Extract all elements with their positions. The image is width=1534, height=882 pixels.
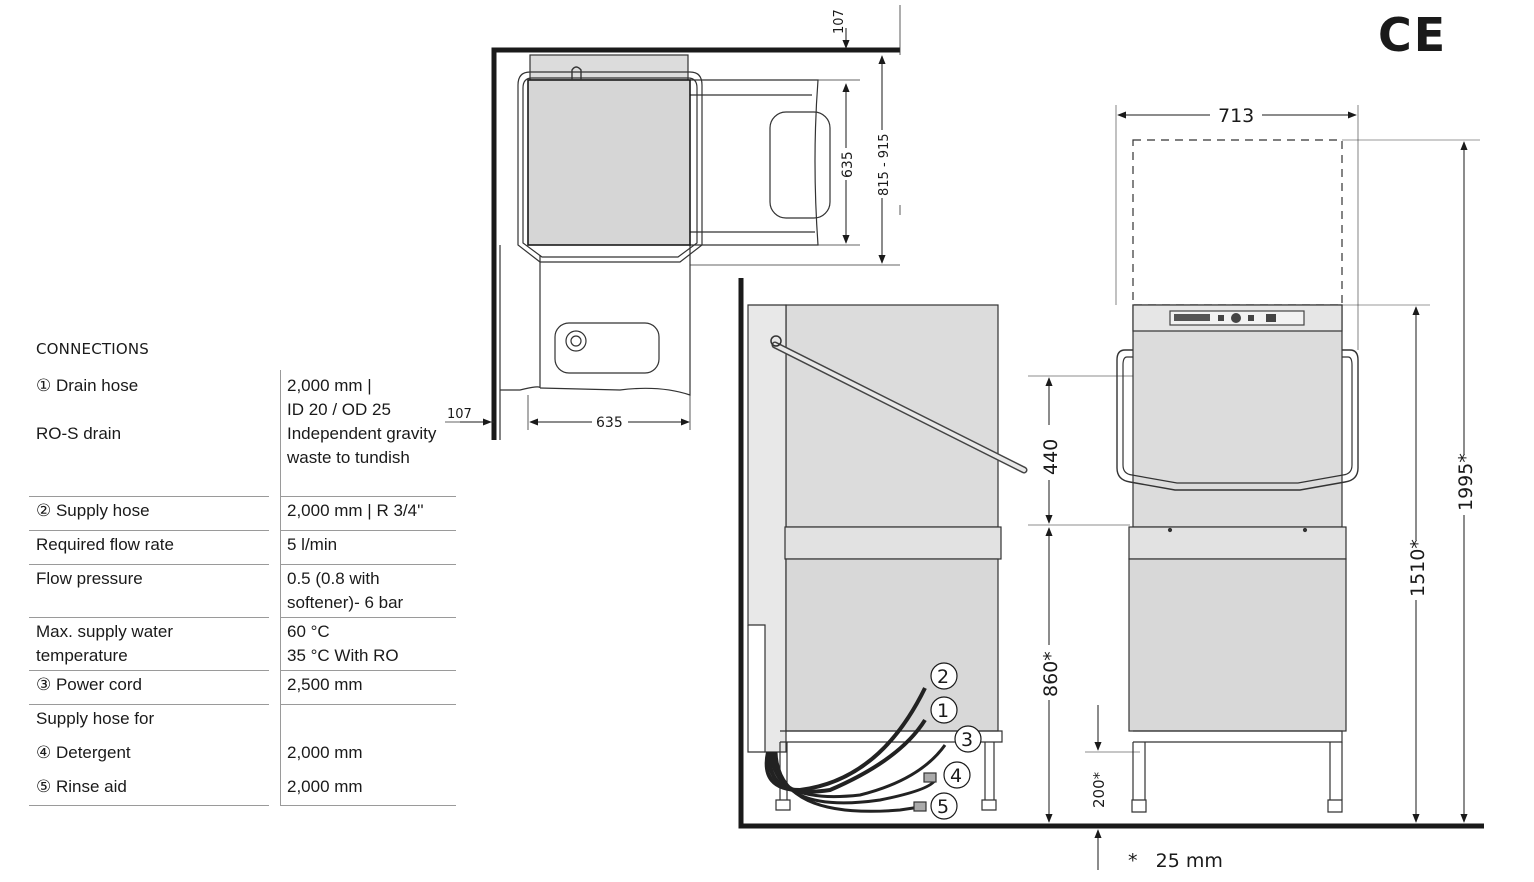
supply-hose-for-label: Supply hose for [36,709,155,728]
ro-s-drain-label: RO-S drain [36,424,122,443]
power-cord-value: 2,500 mm [287,675,363,694]
plan-width-label: 635 [596,415,623,431]
width-front-label: 713 [1218,105,1254,127]
drain-hose-label: ① Drain hose [36,376,139,395]
flow-rate-label: Required flow rate [36,535,174,554]
hose-callouts: 2 1 3 4 5 [930,662,982,820]
power-cord-label: ③ Power cord [36,675,142,694]
callout-circle [930,662,958,690]
callout-circle [954,725,982,753]
working-height-label: 860* [1040,651,1062,697]
plan-depth-label: 635 [840,151,856,178]
drain-hose-diameter: ID 20 / OD 25 [287,400,391,419]
row-divider [280,704,456,705]
plan-dimension-labels: 107 635 815 - 915 635 107 [447,9,892,431]
top-clearance-label: 107 [832,9,847,34]
row-divider [29,805,269,806]
connections-heading: CONNECTIONS [36,340,150,358]
flow-pressure-label: Flow pressure [36,569,143,588]
side-dimension-labels: 440 860* 200* [1040,439,1108,808]
side-view [738,278,1028,829]
row-divider [280,670,456,671]
footnote: * 25 mm [1128,850,1223,872]
hood-stroke-label: 440 [1040,439,1062,475]
supply-hose-value: 2,000 mm | R 3/4'' [287,501,424,520]
leg-height-label: 200* [1090,771,1108,808]
drain-hose-value: 2,000 mm | [287,376,372,395]
front-dimension-labels: 713 1510* 1995* [1218,105,1477,597]
ro-s-drain-value: Independent gravity waste to tundish [287,424,437,467]
max-temperature-value: 60 °C [287,622,330,641]
row-divider [29,617,269,618]
row-divider [29,670,269,671]
rinse-aid-value: 2,000 mm [287,777,363,796]
detergent-value: 2,000 mm [287,743,363,762]
flow-pressure-value: 0.5 (0.8 with softener)- 6 bar [287,569,404,612]
callout-circle [943,761,971,789]
front-dimension-lines [1117,111,1468,823]
row-divider [29,496,269,497]
flow-rate-value: 5 l/min [287,535,338,554]
closed-height-label: 1510* [1407,539,1429,597]
callout-5: 5 [937,796,949,818]
supply-hose-label: ② Supply hose [36,501,150,520]
callout-circle [930,792,958,820]
detergent-label: ④ Detergent [36,743,131,762]
callout-2: 2 [937,666,949,688]
row-divider [280,617,456,618]
callout-3: 3 [961,729,973,751]
callout-circle [930,696,958,724]
plan-depth-range-label: 815 - 915 [877,133,892,196]
callout-1: 1 [937,700,949,722]
row-divider [29,530,269,531]
row-divider [280,496,456,497]
max-temperature-label: Max. supply water temperature [36,622,173,665]
front-view [1028,105,1484,829]
open-height-label: 1995* [1455,453,1477,511]
side-clearance-label: 107 [447,407,472,422]
row-divider [280,564,456,565]
row-divider [29,564,269,565]
rinse-aid-label: ⑤ Rinse aid [36,777,127,796]
ro-temperature-value: 35 °C With RO [287,646,399,665]
plan-view [445,5,901,440]
callout-4: 4 [950,765,962,787]
table-column-divider [280,370,281,806]
row-divider [280,530,456,531]
plan-dimension-lines [460,28,886,426]
row-divider [280,805,456,806]
row-divider [29,704,269,705]
ce-mark: CE [1378,8,1448,62]
